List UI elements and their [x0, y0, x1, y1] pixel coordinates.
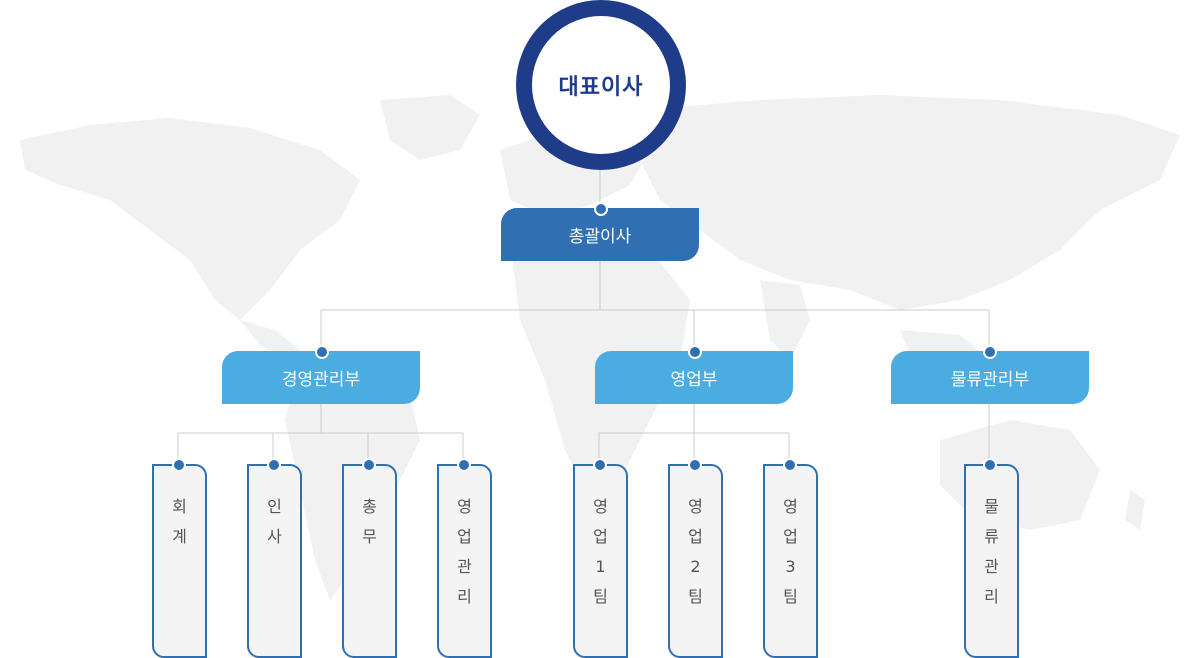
connector-dot — [172, 458, 186, 472]
team-sales-2: 영업2팀 — [668, 464, 723, 658]
department-label: 영업부 — [670, 370, 718, 390]
team-label: 영업1팀 — [593, 497, 608, 606]
ceo-node: 대표이사 — [516, 0, 686, 170]
department-logistics: 물류관리부 — [891, 351, 1089, 404]
connector-dot — [688, 458, 702, 472]
connector-dot — [688, 345, 702, 359]
team-label: 회계 — [172, 497, 187, 546]
connector-dot — [457, 458, 471, 472]
team-label: 총무 — [362, 497, 377, 546]
ceo-label: 대표이사 — [558, 75, 644, 100]
team-general-affairs: 총무 — [342, 464, 397, 658]
team-label: 영업3팀 — [783, 497, 798, 606]
department-label: 경영관리부 — [281, 370, 361, 390]
connector-dot — [983, 345, 997, 359]
team-sales-management: 영업관리 — [437, 464, 492, 658]
connector-dot — [315, 345, 329, 359]
team-label: 영업관리 — [457, 497, 472, 606]
connector-dot — [593, 458, 607, 472]
team-logistics-management: 물류관리 — [964, 464, 1019, 658]
team-label: 영업2팀 — [688, 497, 703, 606]
team-sales-3: 영업3팀 — [763, 464, 818, 658]
team-accounting: 회계 — [152, 464, 207, 658]
team-hr: 인사 — [247, 464, 302, 658]
connector-dot — [783, 458, 797, 472]
connector-dot — [983, 458, 997, 472]
department-label: 물류관리부 — [950, 370, 1030, 390]
team-sales-1: 영업1팀 — [573, 464, 628, 658]
general-manager-node: 총괄이사 — [501, 208, 699, 261]
connector-dot — [267, 458, 281, 472]
connector-dot — [594, 202, 608, 216]
team-label: 물류관리 — [984, 497, 999, 606]
department-sales: 영업부 — [595, 351, 793, 404]
connector-dot — [362, 458, 376, 472]
team-label: 인사 — [267, 497, 282, 546]
general-manager-label: 총괄이사 — [568, 227, 632, 247]
department-management: 경영관리부 — [222, 351, 420, 404]
